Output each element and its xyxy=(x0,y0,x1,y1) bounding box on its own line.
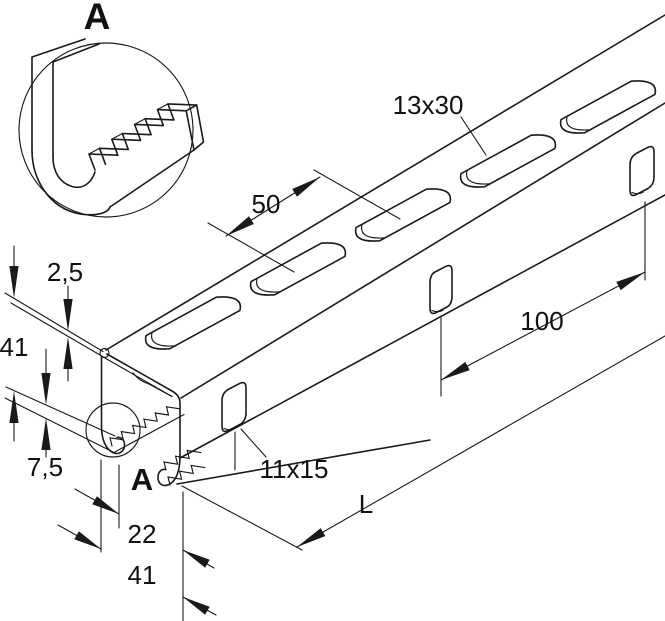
side-hole xyxy=(629,145,655,197)
side-holes xyxy=(221,145,655,433)
slot-hole-depth xyxy=(466,170,492,185)
left-lip-serration xyxy=(109,406,181,447)
slot-hole xyxy=(144,296,242,350)
slot-hole-depth xyxy=(151,332,177,347)
slot-hole-depth xyxy=(361,224,387,239)
front-lip-serration-upper xyxy=(163,449,202,471)
slot-hole-depth xyxy=(566,116,592,131)
front-lip-serration-lower xyxy=(167,464,206,486)
detail-lip-curl xyxy=(31,149,111,216)
dim-hole-size-label: 11x15 xyxy=(260,454,329,484)
dim-hole-size: 11x15 xyxy=(240,428,329,484)
dim-thickness: 2,5 xyxy=(47,257,83,382)
side-hole-depth xyxy=(431,309,444,313)
dim-slot-spacing: 50 xyxy=(207,169,401,273)
detail-title: A xyxy=(84,0,111,37)
dim-opening-label: 22 xyxy=(128,519,157,549)
channel-front-top-edge xyxy=(180,102,665,399)
dim-slot-spacing-label: 50 xyxy=(252,189,281,219)
slot-hole xyxy=(249,242,347,296)
dim-lip-height-label: 7,5 xyxy=(27,452,63,482)
left-lip-strip-edge xyxy=(112,413,185,454)
reference-bands xyxy=(4,292,116,453)
detail-view: A xyxy=(18,0,205,218)
slot-holes xyxy=(144,80,657,350)
slot-hole xyxy=(459,134,557,188)
detail-circle xyxy=(18,42,194,218)
slot-hole-depth xyxy=(256,278,282,293)
dim-width-bottom: 41 xyxy=(57,524,217,616)
dim-height-left: 41 xyxy=(0,245,28,442)
detail-ref-label: A xyxy=(131,462,153,497)
detail-serration-teeth xyxy=(88,103,205,208)
side-hole xyxy=(429,264,453,315)
end-face-top-edge xyxy=(106,353,181,457)
front-lip-curl xyxy=(157,455,181,487)
dim-thickness-label: 2,5 xyxy=(47,257,83,287)
dim-hole-spacing: 100 xyxy=(440,201,646,397)
dim-width-bottom-label: 41 xyxy=(128,560,157,590)
dim-length-label: L xyxy=(359,489,373,519)
detail-ref-circle xyxy=(85,402,141,458)
dim-length: L xyxy=(181,335,665,551)
channel-front-bottom-edge xyxy=(179,194,665,459)
side-hole-depth xyxy=(631,191,644,195)
end-face-inner-corner xyxy=(132,372,173,398)
side-hole xyxy=(221,381,247,433)
channel-top-back-edge xyxy=(105,14,665,351)
channel-lip-silhouette-edge xyxy=(176,439,431,485)
dim-slot-size: 13x30 xyxy=(393,90,487,156)
slot-hole xyxy=(354,188,452,242)
dim-hole-spacing-label: 100 xyxy=(520,306,563,336)
dim-opening: 22 xyxy=(74,488,215,569)
dim-height-left-label: 41 xyxy=(0,332,28,362)
detail-wall xyxy=(31,38,100,158)
bottom-extension-lines xyxy=(100,431,236,621)
channel-body: A xyxy=(4,14,665,497)
slot-size-leader xyxy=(460,116,487,156)
dim-slot-size-label: 13x30 xyxy=(393,90,464,120)
dim-lip-height: 7,5 xyxy=(27,348,63,482)
slot-hole xyxy=(559,80,657,134)
side-hole-depth xyxy=(223,427,236,431)
hole-size-leader xyxy=(240,428,267,458)
left-lip-curl xyxy=(100,425,126,455)
